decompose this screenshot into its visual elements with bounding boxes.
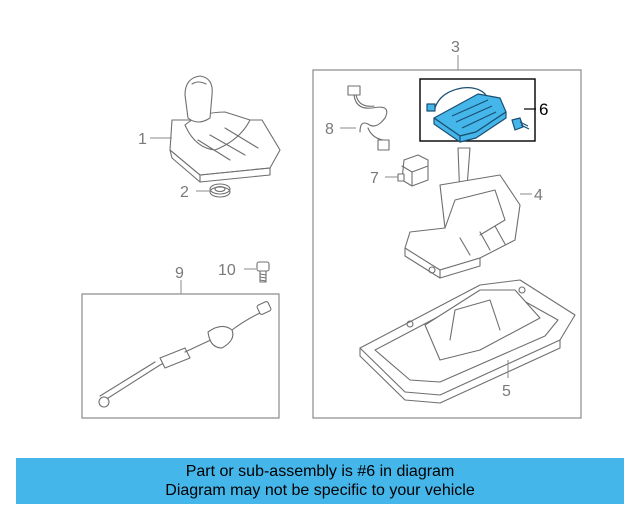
banner-line-1: Part or sub-assembly is #6 in diagram [185, 463, 455, 480]
part-5-housing [359, 279, 576, 404]
info-banner: Part or sub-assembly is #6 in diagram Di… [16, 458, 624, 504]
highlight-box-6 [419, 78, 536, 142]
callout-4: 4 [534, 187, 543, 204]
part-8-wiring-harness [347, 85, 390, 151]
parts-diagram: 1 2 3 4 5 6 7 8 9 10 [81, 39, 582, 419]
callout-5: 5 [502, 383, 511, 400]
part-4-shifter-mechanism [404, 147, 521, 279]
callout-2: 2 [180, 184, 189, 201]
callout-8: 8 [325, 121, 334, 138]
callout-1: 1 [138, 131, 147, 148]
callout-3: 3 [451, 39, 460, 56]
part-1-shift-knob-boot [169, 75, 281, 183]
callout-9: 9 [175, 265, 184, 282]
banner-line-2: Diagram may not be specific to your vehi… [165, 482, 475, 499]
callout-6: 6 [539, 100, 548, 119]
part-9-cable [98, 301, 272, 408]
part-6-cover-highlighted [426, 87, 530, 143]
callout-10: 10 [218, 262, 236, 279]
assembly-box-3 [312, 69, 582, 419]
part-2-ring [209, 183, 231, 198]
part-10-bolt [256, 261, 270, 283]
callout-7: 7 [370, 170, 379, 187]
part-7-switch [397, 154, 429, 187]
